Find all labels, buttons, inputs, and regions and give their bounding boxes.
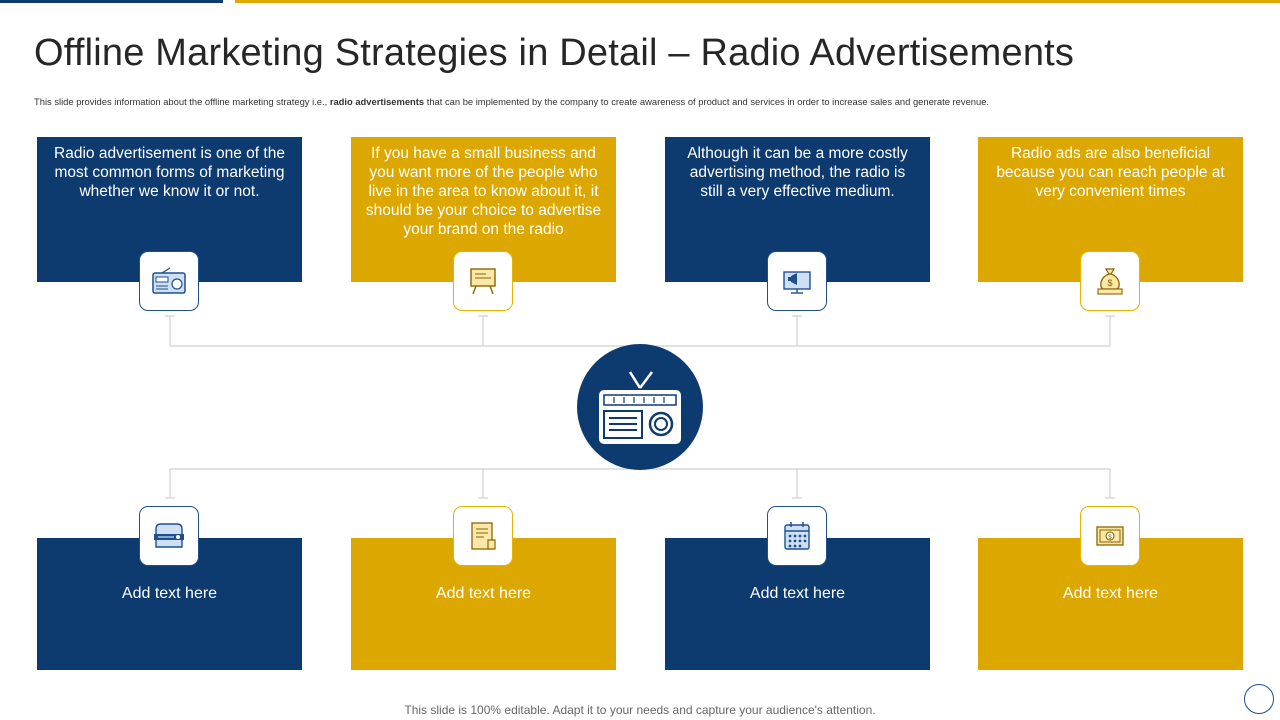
svg-text:$: $ (1107, 278, 1112, 288)
top-card-4-text[interactable]: Radio ads are also beneficial because yo… (996, 145, 1225, 200)
corner-circle-decoration (1244, 684, 1274, 714)
bottom-card-3-text[interactable]: Add text here (749, 585, 846, 602)
footer-note[interactable]: This slide is 100% editable. Adapt it to… (404, 703, 876, 717)
top-card-2-text[interactable]: If you have a small business and you wan… (365, 145, 602, 238)
center-radio-circle (577, 344, 703, 470)
money-bag-icon: $ (1080, 251, 1140, 311)
bottom-card-2-text[interactable]: Add text here (435, 585, 532, 602)
slide-title[interactable]: Offline Marketing Strategies in Detail –… (34, 32, 1075, 74)
calendar-icon (767, 506, 827, 566)
bottom-card-1-text[interactable]: Add text here (121, 585, 218, 602)
top-accent-bar-gold (235, 0, 1280, 3)
bottom-card-4-text[interactable]: Add text here (1062, 585, 1159, 602)
money-bill-icon: $ (1080, 506, 1140, 566)
document-icon (453, 506, 513, 566)
radio-icon (599, 371, 681, 444)
top-card-1-text[interactable]: Radio advertisement is one of the most c… (54, 145, 285, 200)
radio-device-icon (139, 506, 199, 566)
monitor-megaphone-icon (767, 251, 827, 311)
presentation-board-icon (453, 251, 513, 311)
svg-text:$: $ (1108, 535, 1112, 541)
radio-icon (139, 251, 199, 311)
slide-subtitle[interactable]: This slide provides information about th… (34, 96, 990, 107)
top-accent-bar-navy (0, 0, 223, 3)
top-card-3-text[interactable]: Although it can be a more costly adverti… (687, 145, 908, 200)
